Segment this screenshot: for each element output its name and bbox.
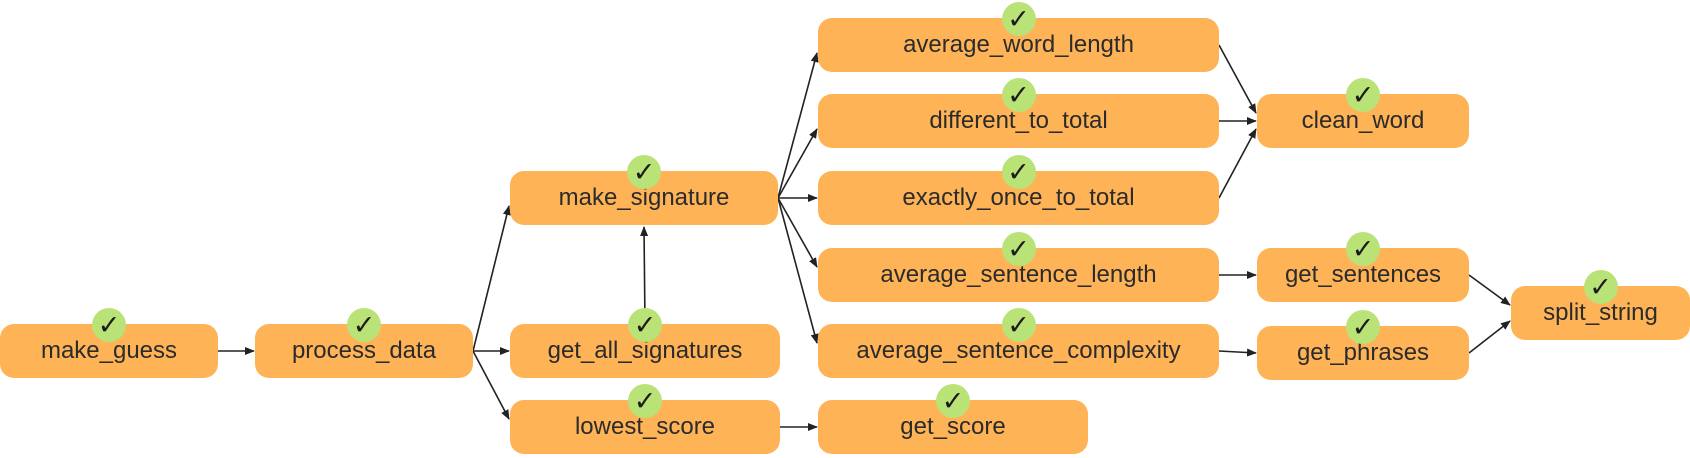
check-icon: ✓ <box>627 155 661 189</box>
edge-process_data-to-make_signature <box>472 205 511 352</box>
edge-process_data-to-lowest_score <box>472 350 510 420</box>
check-icon: ✓ <box>1346 310 1380 344</box>
edge-average_word_length-to-clean_word <box>1218 44 1257 114</box>
node-get-phrases[interactable]: get_phrases <box>1257 326 1469 380</box>
edge-average_sentence_complexity-to-get_phrases <box>1218 348 1257 357</box>
check-icon: ✓ <box>347 308 381 342</box>
node-make-guess[interactable]: make_guess <box>0 324 218 378</box>
check-icon: ✓ <box>1346 78 1380 112</box>
edge-get_all_signatures-to-make_signature <box>640 226 649 325</box>
check-icon: ✓ <box>1583 270 1618 304</box>
edge-make_signature-to-average_word_length <box>777 52 819 199</box>
edge-get_sentences-to-split_string <box>1468 274 1511 306</box>
check-icon: ✓ <box>628 384 662 418</box>
check-icon: ✓ <box>1346 232 1380 266</box>
check-icon: ✓ <box>936 384 970 418</box>
edge-make_signature-to-average_sentence_complexity <box>777 197 819 344</box>
check-icon: ✓ <box>628 308 662 342</box>
edge-make_signature-to-different_to_total <box>777 128 818 199</box>
node-average-word-length[interactable]: average_word_length <box>818 18 1219 72</box>
check-icon: ✓ <box>1001 78 1036 112</box>
edge-make_signature-to-average_sentence_length <box>777 197 818 268</box>
check-icon: ✓ <box>1001 308 1036 342</box>
check-icon: ✓ <box>1001 232 1036 266</box>
check-icon: ✓ <box>92 308 126 342</box>
check-icon: ✓ <box>1001 155 1036 189</box>
edge-exactly_once_to_total-to-clean_word <box>1218 128 1257 199</box>
edge-get_phrases-to-split_string <box>1468 320 1511 354</box>
check-icon: ✓ <box>1001 2 1036 36</box>
